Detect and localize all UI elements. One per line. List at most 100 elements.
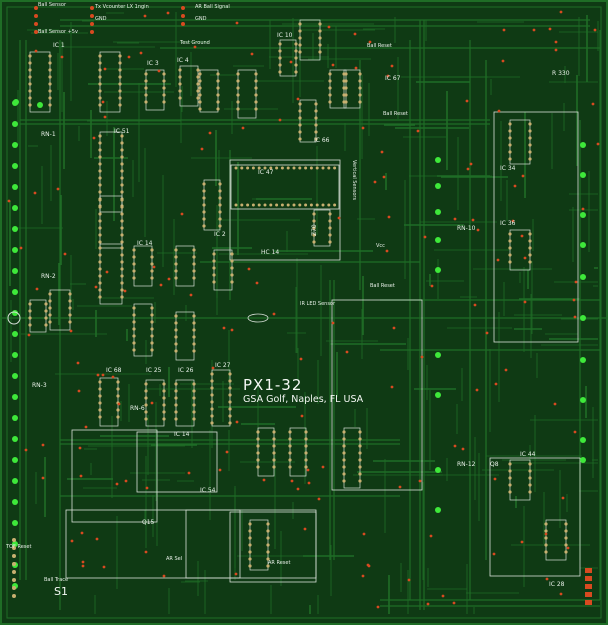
via	[24, 448, 28, 452]
dip-pin	[508, 239, 512, 243]
dip-outline	[509, 459, 531, 501]
dip-pin	[174, 403, 178, 407]
led-pad	[580, 457, 586, 463]
dip-pin	[256, 444, 260, 448]
via	[296, 487, 300, 491]
via	[166, 11, 170, 15]
via	[123, 289, 127, 293]
led-pad	[580, 212, 586, 218]
dip-outline	[279, 39, 297, 77]
dip-pin	[508, 246, 512, 250]
via	[573, 315, 577, 319]
dip-pin	[192, 417, 196, 421]
dip-pin	[528, 260, 532, 264]
led-pad	[435, 467, 441, 473]
connector-pin	[12, 554, 16, 558]
dip-pin	[272, 465, 276, 469]
dip-pin	[228, 407, 232, 411]
via	[553, 402, 557, 406]
dip-pin	[314, 123, 318, 127]
via	[469, 162, 473, 166]
dip-pin	[216, 86, 220, 90]
dip-pin	[98, 68, 102, 72]
connector-pin	[34, 30, 38, 34]
dip-pin	[342, 86, 346, 90]
dip-pin	[44, 309, 48, 313]
dip-pin	[228, 386, 232, 390]
dip-pin	[116, 415, 120, 419]
connector-pin	[181, 22, 185, 26]
dip-pin	[544, 536, 548, 540]
via	[124, 479, 128, 483]
dip-pin	[202, 196, 206, 200]
via	[34, 49, 38, 53]
dip-pin	[230, 252, 234, 256]
dip-pin	[528, 157, 532, 161]
ic47-pin	[292, 166, 296, 170]
dip-pin	[256, 430, 260, 434]
dip-pin	[98, 155, 102, 159]
dip-pin	[236, 79, 240, 83]
dip-pin	[314, 109, 318, 113]
dip-pin	[98, 288, 102, 292]
dip-pin	[298, 36, 302, 40]
edge-pad	[12, 205, 18, 211]
via	[78, 446, 82, 450]
dip-pin	[120, 295, 124, 299]
dip-pin	[278, 63, 282, 67]
dip-pin	[98, 274, 102, 278]
dip-pin	[218, 196, 222, 200]
led-pad	[435, 183, 441, 189]
dip-pin	[28, 82, 32, 86]
connector-pin	[12, 538, 16, 542]
dip-pin	[48, 82, 52, 86]
via	[385, 249, 389, 253]
via	[84, 425, 88, 429]
dip-outline	[99, 131, 123, 213]
dip-pin	[358, 451, 362, 455]
led-pad	[13, 99, 19, 105]
dip-pin	[342, 72, 346, 76]
dip-pin	[48, 68, 52, 72]
via	[521, 174, 525, 178]
dip-pin	[218, 224, 222, 228]
dip-pin	[48, 299, 52, 303]
dip-pin	[312, 233, 316, 237]
via	[441, 594, 445, 598]
dip-pin	[254, 72, 258, 76]
edge-pad	[12, 163, 18, 169]
ic47-pin	[292, 203, 296, 207]
dip-pin	[132, 262, 136, 266]
dip-pin	[98, 190, 102, 194]
dip-pin	[564, 522, 568, 526]
ic47-socket	[230, 164, 340, 210]
dip-pin	[216, 107, 220, 111]
edge-pad	[12, 352, 18, 358]
via	[70, 539, 74, 543]
ic47-pin	[321, 203, 325, 207]
dip-pin	[120, 148, 124, 152]
dip-pin	[98, 240, 102, 244]
led-pad	[435, 392, 441, 398]
dip-pin	[544, 529, 548, 533]
via	[398, 485, 402, 489]
via	[241, 126, 245, 130]
ic47-pin	[286, 203, 290, 207]
dip-pin	[248, 564, 252, 568]
dip-pin	[132, 327, 136, 331]
dip-outline	[133, 303, 153, 357]
via	[476, 228, 480, 232]
dip-pin	[288, 458, 292, 462]
dip-pin	[132, 255, 136, 259]
via	[331, 321, 335, 325]
dip-pin	[314, 130, 318, 134]
via	[143, 14, 147, 18]
test-ground-label: Test Ground	[180, 40, 210, 46]
dip-pin	[174, 389, 178, 393]
via	[127, 55, 131, 59]
dip-pin	[116, 387, 120, 391]
z70-label: Z70	[311, 224, 318, 236]
dip-pin	[98, 205, 102, 209]
dip-pin	[178, 75, 182, 79]
dip-pin	[192, 262, 196, 266]
